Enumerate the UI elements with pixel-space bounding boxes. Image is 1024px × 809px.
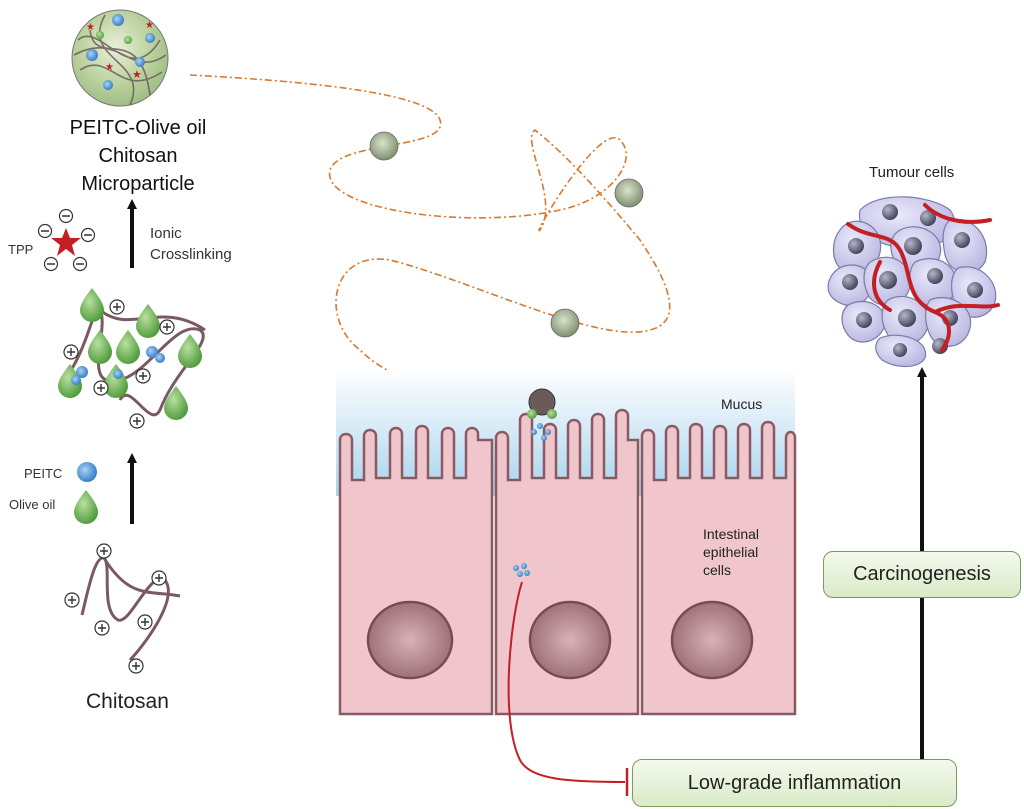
nucleus xyxy=(528,600,612,680)
peitc-legend-icon xyxy=(77,462,97,482)
microparticle-path xyxy=(189,74,671,405)
svg-text:★: ★ xyxy=(132,68,142,81)
ionic-label-line1: Ionic xyxy=(150,225,182,242)
epithelial-cells xyxy=(338,408,797,716)
mucoadhesive-particle-icon xyxy=(527,388,557,441)
carcinogenesis-box: Carcinogenesis xyxy=(823,551,1021,598)
chitosan-label: Chitosan xyxy=(86,690,169,713)
tpp-label: TPP xyxy=(8,242,34,257)
iec-label-line2: epithelial xyxy=(703,544,759,560)
tumour-cells-icon xyxy=(827,196,1000,368)
svg-text:★: ★ xyxy=(86,22,95,33)
iec-label-line3: cells xyxy=(703,562,732,578)
ionic-label-line2: Crosslinking xyxy=(150,246,232,263)
tpp-star-icon xyxy=(37,208,96,272)
inhibition-line xyxy=(507,581,626,783)
ionic-crosslinking-label: Ionic Crosslinking xyxy=(150,223,232,265)
peitc-label: PEITC xyxy=(24,466,63,481)
svg-text:★: ★ xyxy=(105,62,114,73)
nucleus xyxy=(670,600,754,680)
low-grade-inflammation-box: Low-grade inflammation xyxy=(632,759,957,807)
microparticle-title-line1: PEITC-Olive oil xyxy=(69,117,207,139)
nucleus xyxy=(366,600,454,680)
chitosan-strand-icon xyxy=(64,543,181,674)
olive-oil-label: Olive oil xyxy=(9,497,56,512)
microparticle-title-line2: Chitosan Microparticle xyxy=(81,145,195,195)
microparticle-icon: ★ ★ ★ ★ xyxy=(71,9,169,107)
chitosan-mixture-icon xyxy=(58,288,206,429)
mucus-label: Mucus xyxy=(721,396,763,412)
iec-label-line1: Intestinal xyxy=(703,526,760,542)
travelling-microparticle-icon xyxy=(369,131,644,338)
peitc-release-icon xyxy=(513,563,530,577)
svg-text:★: ★ xyxy=(145,20,154,31)
tumour-cells-label: Tumour cells xyxy=(869,164,955,181)
microparticle-title: PEITC-Olive oil Chitosan Microparticle xyxy=(58,114,218,198)
olive-oil-legend-icon xyxy=(74,490,98,524)
epithelial-cells-label: Intestinal epithelial cells xyxy=(703,525,759,579)
